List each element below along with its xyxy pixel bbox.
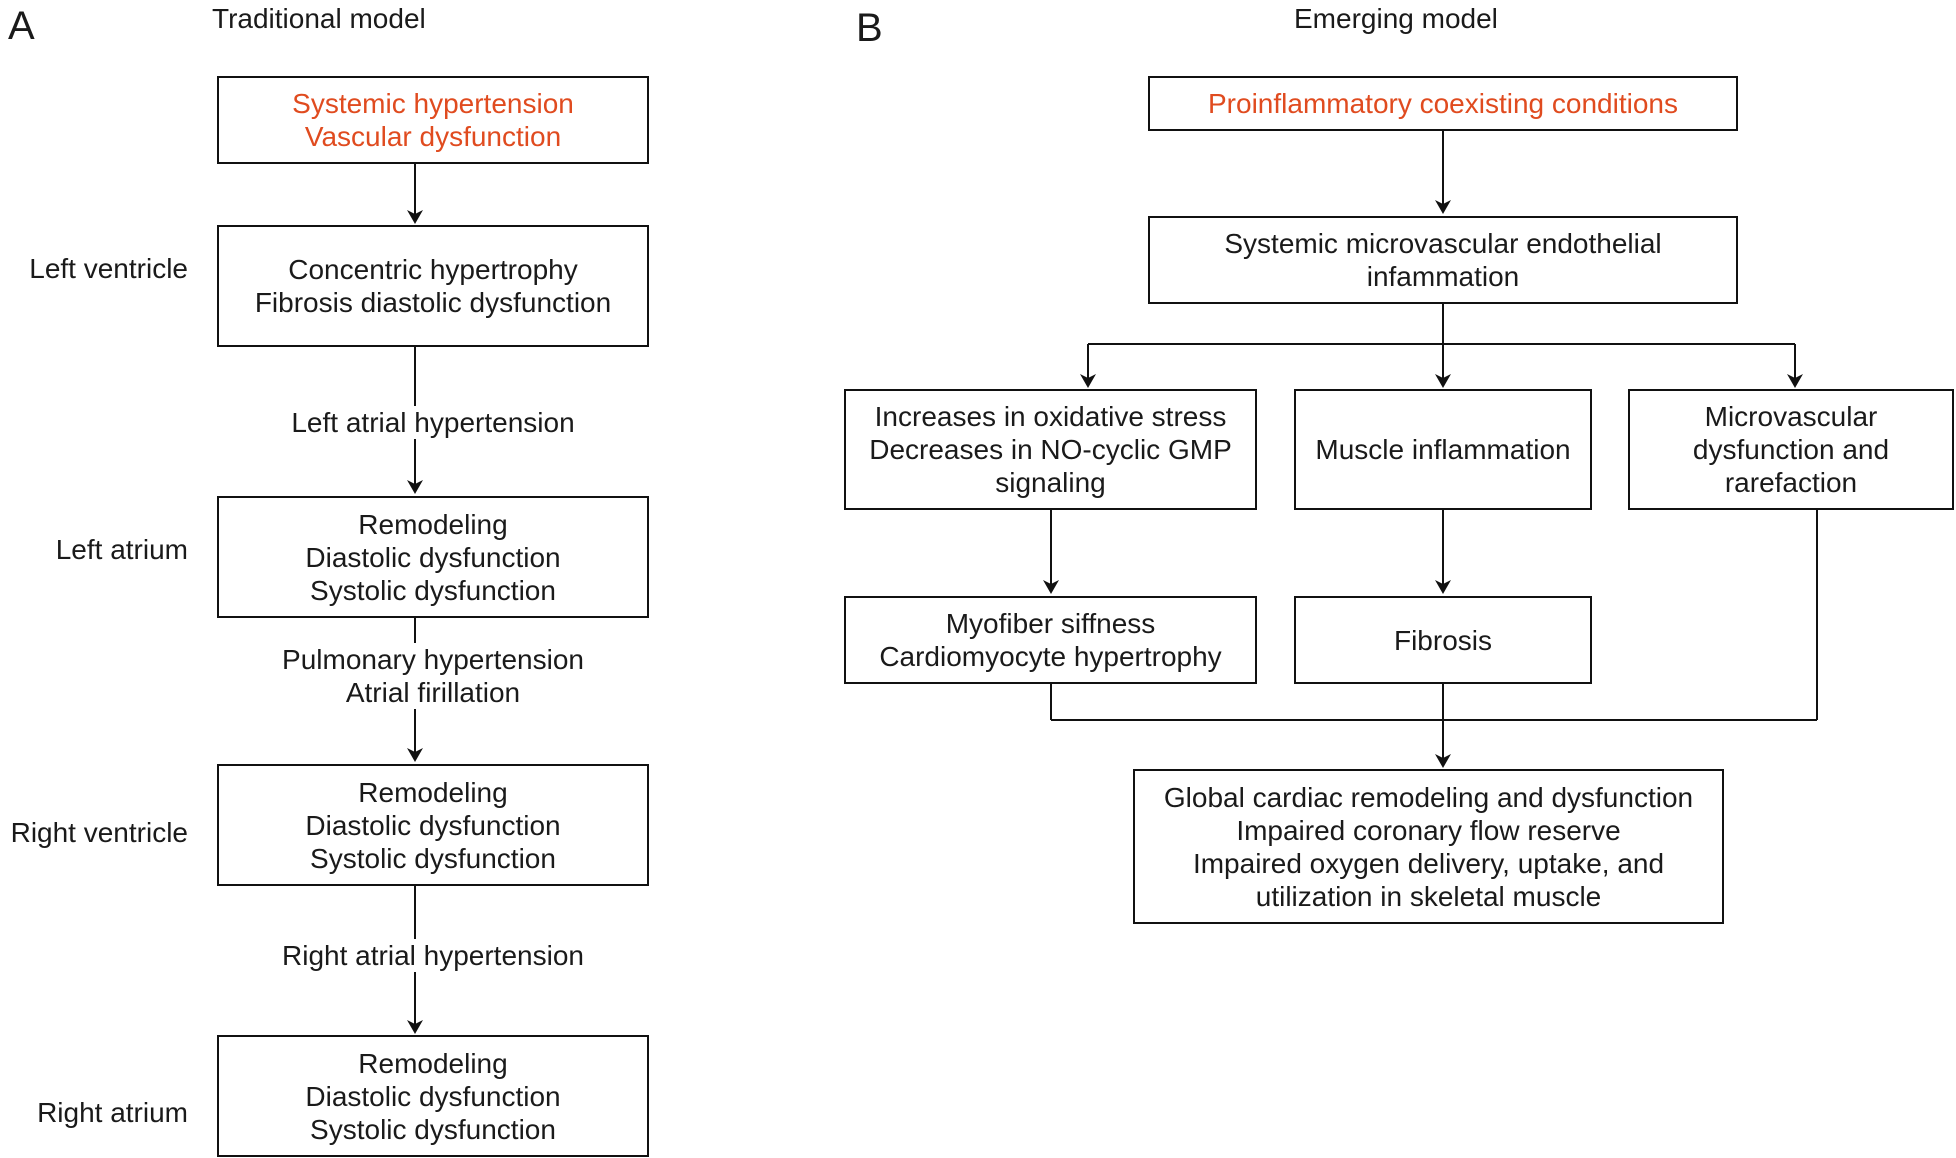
box-line: Systemic microvascular endothelial bbox=[1224, 228, 1662, 259]
box-line: Systolic dysfunction bbox=[310, 1113, 556, 1145]
side-label-right-ventricle: Right ventricle bbox=[10, 817, 188, 848]
box-line: Diastolic dysfunction bbox=[305, 541, 561, 573]
box-right-atrium: Remodeling Diastolic dysfunction Systoli… bbox=[217, 1035, 649, 1157]
box-left-ventricle: Concentric hypertrophy Fibrosis diastoli… bbox=[217, 225, 649, 347]
panel-a-title: Traditional model bbox=[212, 3, 426, 34]
connector-label-pulmonary-hypertension: Pulmonary hypertension Atrial firillatio… bbox=[282, 643, 584, 709]
box-right-ventricle: Remodeling Diastolic dysfunction Systoli… bbox=[217, 764, 649, 886]
box-line: Global cardiac remodeling and dysfunctio… bbox=[1163, 781, 1694, 813]
connector-line: Pulmonary hypertension bbox=[282, 644, 584, 675]
connector-label-right-atrial-hypertension: Right atrial hypertension bbox=[282, 939, 584, 972]
panel-b-letter: B bbox=[856, 6, 883, 50]
box-line: Systemic hypertension bbox=[292, 88, 574, 119]
box-line: Fibrosis bbox=[1393, 624, 1492, 656]
panel-a-letter: A bbox=[8, 4, 35, 48]
side-label-right-atrium: Right atrium bbox=[37, 1097, 188, 1128]
box-oxidative-stress: Increases in oxidative stress Decreases … bbox=[844, 389, 1257, 510]
box-line: Impaired oxygen delivery, uptake, and bbox=[1192, 847, 1665, 879]
connector-line: Left atrial hypertension bbox=[291, 407, 575, 438]
box-line: Diastolic dysfunction bbox=[305, 1080, 561, 1112]
box-proinflammatory: Proinflammatory coexisting conditions bbox=[1148, 76, 1738, 131]
box-systemic-hypertension: Systemic hypertension Vascular dysfuncti… bbox=[217, 76, 649, 164]
box-muscle-inflammation: Muscle inflammation bbox=[1294, 389, 1592, 510]
box-line: Increases in oxidative stress bbox=[874, 401, 1227, 432]
box-line: Remodeling bbox=[358, 776, 508, 808]
box-line: Systolic dysfunction bbox=[310, 574, 556, 606]
box-line: Diastolic dysfunction bbox=[305, 809, 561, 841]
box-line: Systolic dysfunction bbox=[310, 842, 556, 874]
connector-label-left-atrial-hypertension: Left atrial hypertension bbox=[291, 406, 575, 439]
box-myofiber-stiffness: Myofiber siffness Cardiomyocyte hypertro… bbox=[844, 596, 1257, 684]
box-global-remodeling: Global cardiac remodeling and dysfunctio… bbox=[1133, 769, 1724, 924]
box-line: Concentric hypertrophy bbox=[288, 254, 578, 285]
box-line: Fibrosis diastolic dysfunction bbox=[254, 287, 612, 318]
box-line: rarefaction bbox=[1724, 467, 1858, 498]
box-line: Impaired coronary flow reserve bbox=[1236, 814, 1621, 846]
box-line: Microvascular bbox=[1704, 401, 1878, 432]
box-endothelial-inflammation: Systemic microvascular endothelial infam… bbox=[1148, 216, 1738, 304]
panel-b-title: Emerging model bbox=[1294, 3, 1498, 34]
box-left-atrium: Remodeling Diastolic dysfunction Systoli… bbox=[217, 496, 649, 618]
box-line: Proinflammatory coexisting conditions bbox=[1208, 88, 1678, 119]
box-line: Vascular dysfunction bbox=[304, 121, 562, 152]
box-line: utilization in skeletal muscle bbox=[1255, 880, 1602, 912]
side-label-left-atrium: Left atrium bbox=[55, 534, 188, 565]
box-line: Cardiomyocyte hypertrophy bbox=[879, 641, 1222, 672]
box-line: Muscle inflammation bbox=[1315, 434, 1571, 465]
box-line: Remodeling bbox=[358, 1047, 508, 1079]
connector-line: Atrial firillation bbox=[345, 677, 521, 708]
box-microvascular: Microvascular dysfunction and rarefactio… bbox=[1628, 389, 1954, 510]
box-line: Decreases in NO-cyclic GMP bbox=[869, 434, 1232, 465]
side-label-left-ventricle: Left ventricle bbox=[29, 253, 188, 284]
box-line: dysfunction and bbox=[1692, 434, 1890, 465]
box-fibrosis: Fibrosis bbox=[1294, 596, 1592, 684]
box-line: signaling bbox=[995, 467, 1106, 498]
box-line: infammation bbox=[1366, 261, 1520, 292]
box-line: Remodeling bbox=[358, 508, 508, 540]
box-line: Myofiber siffness bbox=[945, 608, 1156, 639]
connector-line: Right atrial hypertension bbox=[282, 940, 584, 971]
